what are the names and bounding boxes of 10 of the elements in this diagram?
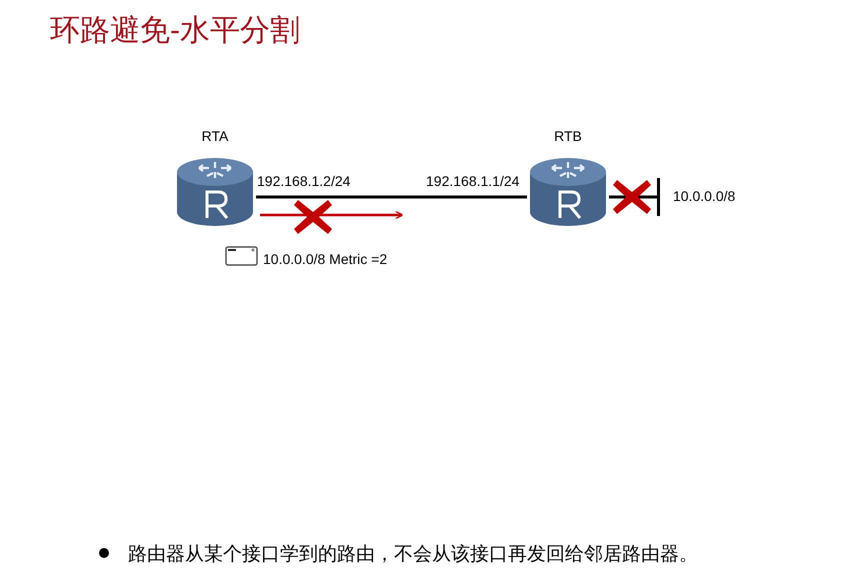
arrow (260, 210, 404, 220)
title: 环路避免-水平分割 (50, 13, 300, 49)
interface-address: 192.168.1.1/24 (426, 173, 520, 189)
note-text: 路由器从某个接口学到的路由，不会从该接口再发回给邻居路由器。 (128, 543, 698, 567)
network-label: 10.0.0.0/8 (673, 188, 736, 204)
router-name: RTA (200, 128, 230, 144)
route-update-label: 10.0.0.0/8 Metric =2 (263, 251, 388, 267)
link-line (256, 196, 527, 198)
router-name: RTB (553, 128, 583, 144)
interface-address: 192.168.1.2/24 (257, 173, 350, 189)
